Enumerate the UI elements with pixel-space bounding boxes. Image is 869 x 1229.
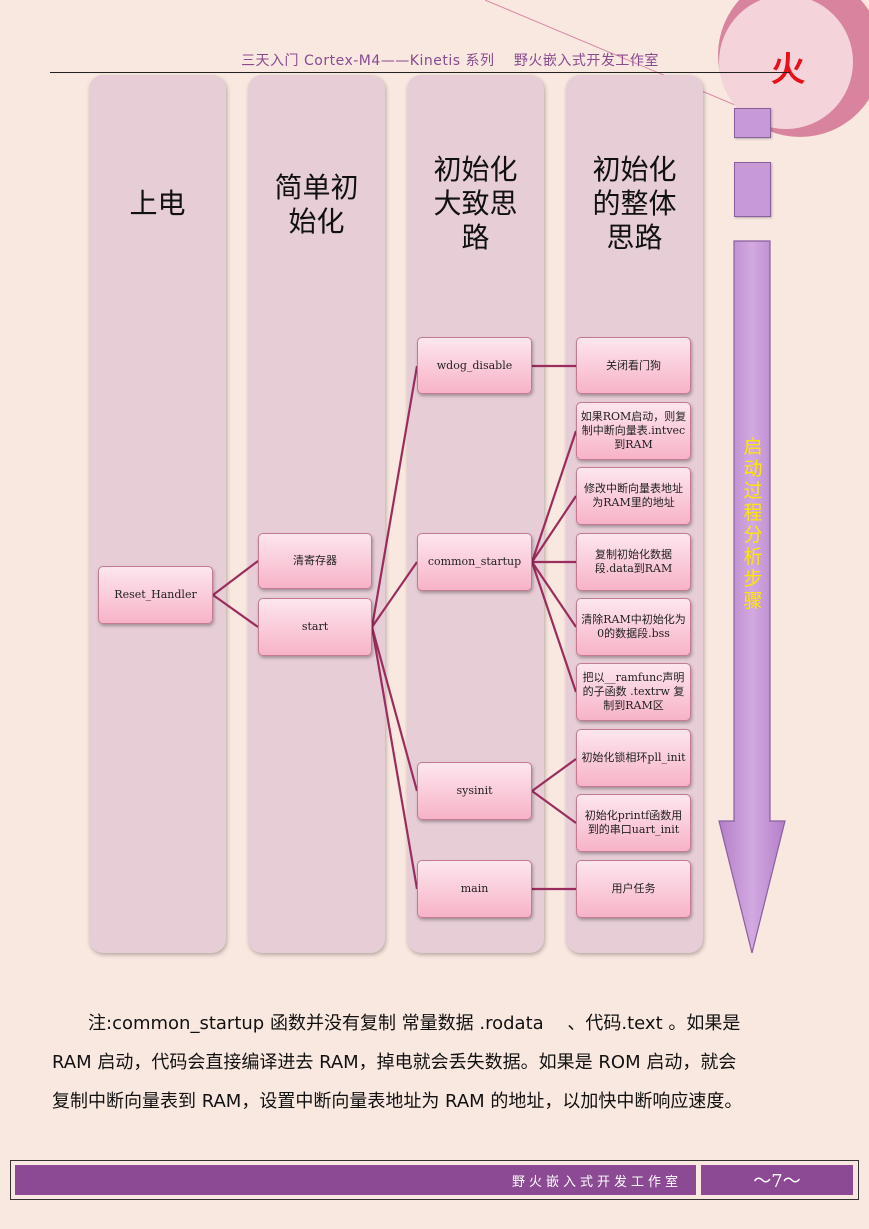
logo-char: 火 — [771, 50, 805, 90]
column-title-init-overall: 初始化 的整体 思路 — [592, 153, 677, 254]
step-clear-bss: 清除RAM中初始化为0的数据段.bss — [576, 598, 691, 656]
running-header: 三天入门 Cortex-M4——Kinetis 系列 野火嵌入式开发工作室 — [241, 53, 659, 69]
footer-studio-name: 野火嵌入式开发工作室 — [15, 1165, 696, 1195]
down-arrow-icon — [718, 240, 786, 954]
step-relocate-vector-table: 修改中断向量表地址为RAM里的地址 — [576, 467, 691, 525]
note-paragraph: 注:common_startup 函数并没有复制 常量数据 .rodata 、代… — [52, 1004, 842, 1121]
page-number: ～7～ — [701, 1165, 853, 1195]
header-rule — [50, 72, 790, 73]
step-disable-watchdog: 关闭看门狗 — [576, 337, 691, 394]
column-power-on: 上电 — [89, 75, 226, 953]
note-line: 复制中断向量表到 RAM，设置中断向量表地址为 RAM 的地址，以加快中断响应速… — [52, 1091, 743, 1112]
page-footer: 野火嵌入式开发工作室 ～7～ — [10, 1160, 859, 1200]
step-pll-init: 初始化锁相环pll_init — [576, 729, 691, 787]
step-copy-ramfunc: 把以__ramfunc声明的子函数 .textrw 复制到RAM区 — [576, 663, 691, 721]
column-simple-init: 简单初 始化 — [248, 75, 385, 953]
arrow-label: 启动过程分析步骤 — [743, 436, 763, 612]
step-copy-data-segment: 复制初始化数据段.data到RAM — [576, 533, 691, 591]
node-main: main — [417, 860, 532, 918]
node-reset-handler: Reset_Handler — [98, 566, 213, 624]
flow-connectors — [212, 364, 578, 891]
arrow-square-mid — [734, 162, 771, 217]
step-copy-vector-table: 如果ROM启动，则复制中断向量表.intvec到RAM — [576, 402, 691, 460]
note-line: RAM 启动，代码会直接编译进去 RAM，掉电就会丢失数据。如果是 ROM 启动… — [52, 1052, 737, 1073]
step-user-task: 用户任务 — [576, 860, 691, 918]
step-uart-init: 初始化printf函数用到的串口uart_init — [576, 794, 691, 852]
note-line: 注:common_startup 函数并没有复制 常量数据 .rodata 、代… — [52, 1013, 741, 1034]
arrow-square-top — [734, 108, 771, 138]
node-clear-registers: 清寄存器 — [258, 533, 372, 589]
node-start: start — [258, 598, 372, 656]
column-title-simple-init: 简单初 始化 — [274, 171, 359, 238]
logo-decoration — [484, 0, 869, 137]
column-title-init-outline: 初始化 大致思 路 — [433, 153, 518, 254]
node-sysinit: sysinit — [417, 762, 532, 820]
column-title-power-on: 上电 — [129, 187, 186, 220]
node-common-startup: common_startup — [417, 533, 532, 591]
node-wdog-disable: wdog_disable — [417, 337, 532, 394]
